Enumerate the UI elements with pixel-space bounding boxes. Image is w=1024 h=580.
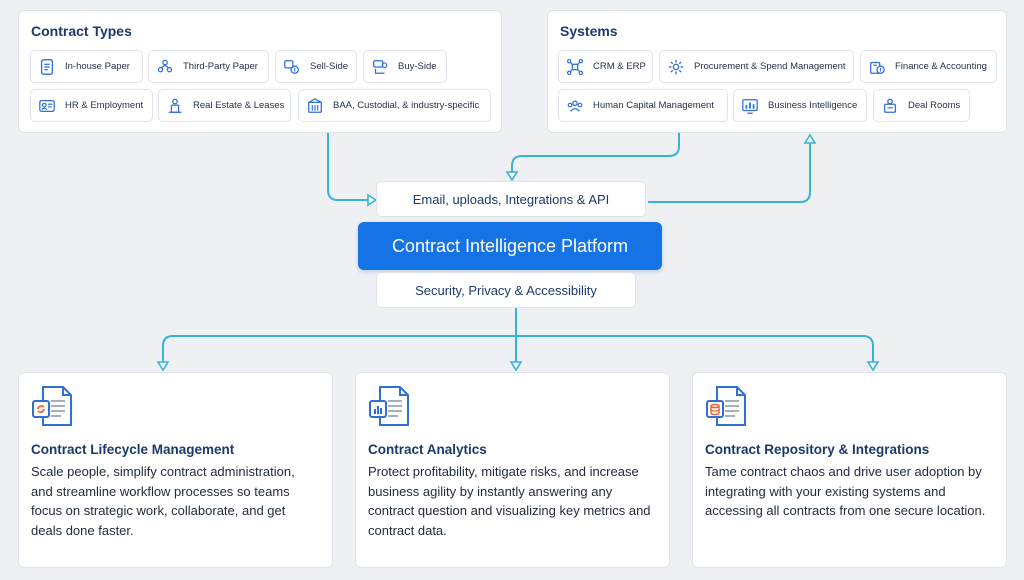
dashboard-icon — [740, 96, 760, 116]
systems-panel: Systems CRM & ERP Procurement & Spend Ma… — [547, 10, 1007, 133]
id-card-icon — [37, 96, 57, 116]
card-title: Contract Lifecycle Management — [31, 442, 235, 457]
chip-label: Buy-Side — [398, 61, 437, 72]
chip-hr-employment[interactable]: HR & Employment — [30, 89, 153, 122]
card-title: Contract Repository & Integrations — [705, 442, 930, 457]
chip-finance-accounting[interactable]: Finance & Accounting — [860, 50, 997, 83]
chip-label: Third-Party Paper — [183, 61, 258, 72]
arrowhead-types — [367, 193, 378, 207]
connector-systems-to-platform — [511, 133, 680, 172]
chip-real-estate-leases[interactable]: Real Estate & Leases — [158, 89, 291, 122]
card-description: Tame contract chaos and drive user adopt… — [705, 464, 986, 518]
platform-inputs-bar: Email, uploads, Integrations & API — [376, 181, 646, 217]
document-icon — [37, 57, 57, 77]
real-estate-icon — [165, 96, 185, 116]
people-icon — [155, 57, 175, 77]
arrowhead-card-2 — [509, 361, 523, 372]
chip-human-capital[interactable]: Human Capital Management — [558, 89, 728, 122]
contract-types-panel: Contract Types In-house Paper Third-Part… — [18, 10, 502, 133]
analytics-document-icon — [369, 386, 409, 426]
card-title: Contract Analytics — [368, 442, 487, 457]
chip-label: Finance & Accounting — [895, 61, 987, 72]
card-description: Scale people, simplify contract administ… — [31, 464, 295, 538]
team-icon — [565, 96, 585, 116]
chip-label: HR & Employment — [65, 100, 144, 111]
chip-label: In-house Paper — [65, 61, 130, 72]
chip-label: Business Intelligence — [768, 100, 858, 111]
chip-procurement[interactable]: Procurement & Spend Management — [659, 50, 854, 83]
repository-document-icon — [706, 386, 746, 426]
connector-types-to-platform — [327, 133, 368, 201]
network-icon — [565, 57, 585, 77]
chip-label: Real Estate & Leases — [193, 100, 285, 111]
chip-label: CRM & ERP — [593, 61, 646, 72]
lifecycle-document-icon — [32, 386, 72, 426]
connector-platform-to-systems — [648, 143, 811, 203]
gear-icon — [666, 57, 686, 77]
arrowhead-to-systems — [803, 133, 817, 144]
contract-types-title: Contract Types — [31, 23, 132, 39]
arrowhead-systems — [505, 171, 519, 182]
card-description: Protect profitability, mitigate risks, a… — [368, 464, 651, 538]
platform-name-banner[interactable]: Contract Intelligence Platform — [358, 222, 662, 270]
finance-icon — [867, 57, 887, 77]
chip-baa-custodial[interactable]: BAA, Custodial, & industry-specific — [298, 89, 491, 122]
card-contract-lifecycle-management[interactable]: Contract Lifecycle Management Scale peop… — [18, 372, 333, 568]
buy-icon — [370, 57, 390, 77]
chip-label: Deal Rooms — [908, 100, 961, 111]
card-contract-analytics[interactable]: Contract Analytics Protect profitability… — [355, 372, 670, 568]
arrowhead-card-1 — [156, 361, 170, 372]
systems-title: Systems — [560, 23, 618, 39]
chip-third-party-paper[interactable]: Third-Party Paper — [148, 50, 269, 83]
chip-label: BAA, Custodial, & industry-specific — [333, 100, 480, 111]
platform-foundation-bar: Security, Privacy & Accessibility — [376, 272, 636, 308]
chip-label: Human Capital Management — [593, 100, 714, 111]
building-icon — [305, 96, 325, 116]
chip-sell-side[interactable]: Sell-Side — [275, 50, 357, 83]
card-contract-repository-integrations[interactable]: Contract Repository & Integrations Tame … — [692, 372, 1007, 568]
chip-in-house-paper[interactable]: In-house Paper — [30, 50, 143, 83]
chip-label: Procurement & Spend Management — [694, 61, 846, 72]
arrowhead-card-3 — [866, 361, 880, 372]
chip-deal-rooms[interactable]: Deal Rooms — [873, 89, 970, 122]
chip-crm-erp[interactable]: CRM & ERP — [558, 50, 653, 83]
chip-business-intelligence[interactable]: Business Intelligence — [733, 89, 867, 122]
handshake-icon — [880, 96, 900, 116]
chip-label: Sell-Side — [310, 61, 349, 72]
chip-buy-side[interactable]: Buy-Side — [363, 50, 447, 83]
sell-icon — [282, 57, 302, 77]
